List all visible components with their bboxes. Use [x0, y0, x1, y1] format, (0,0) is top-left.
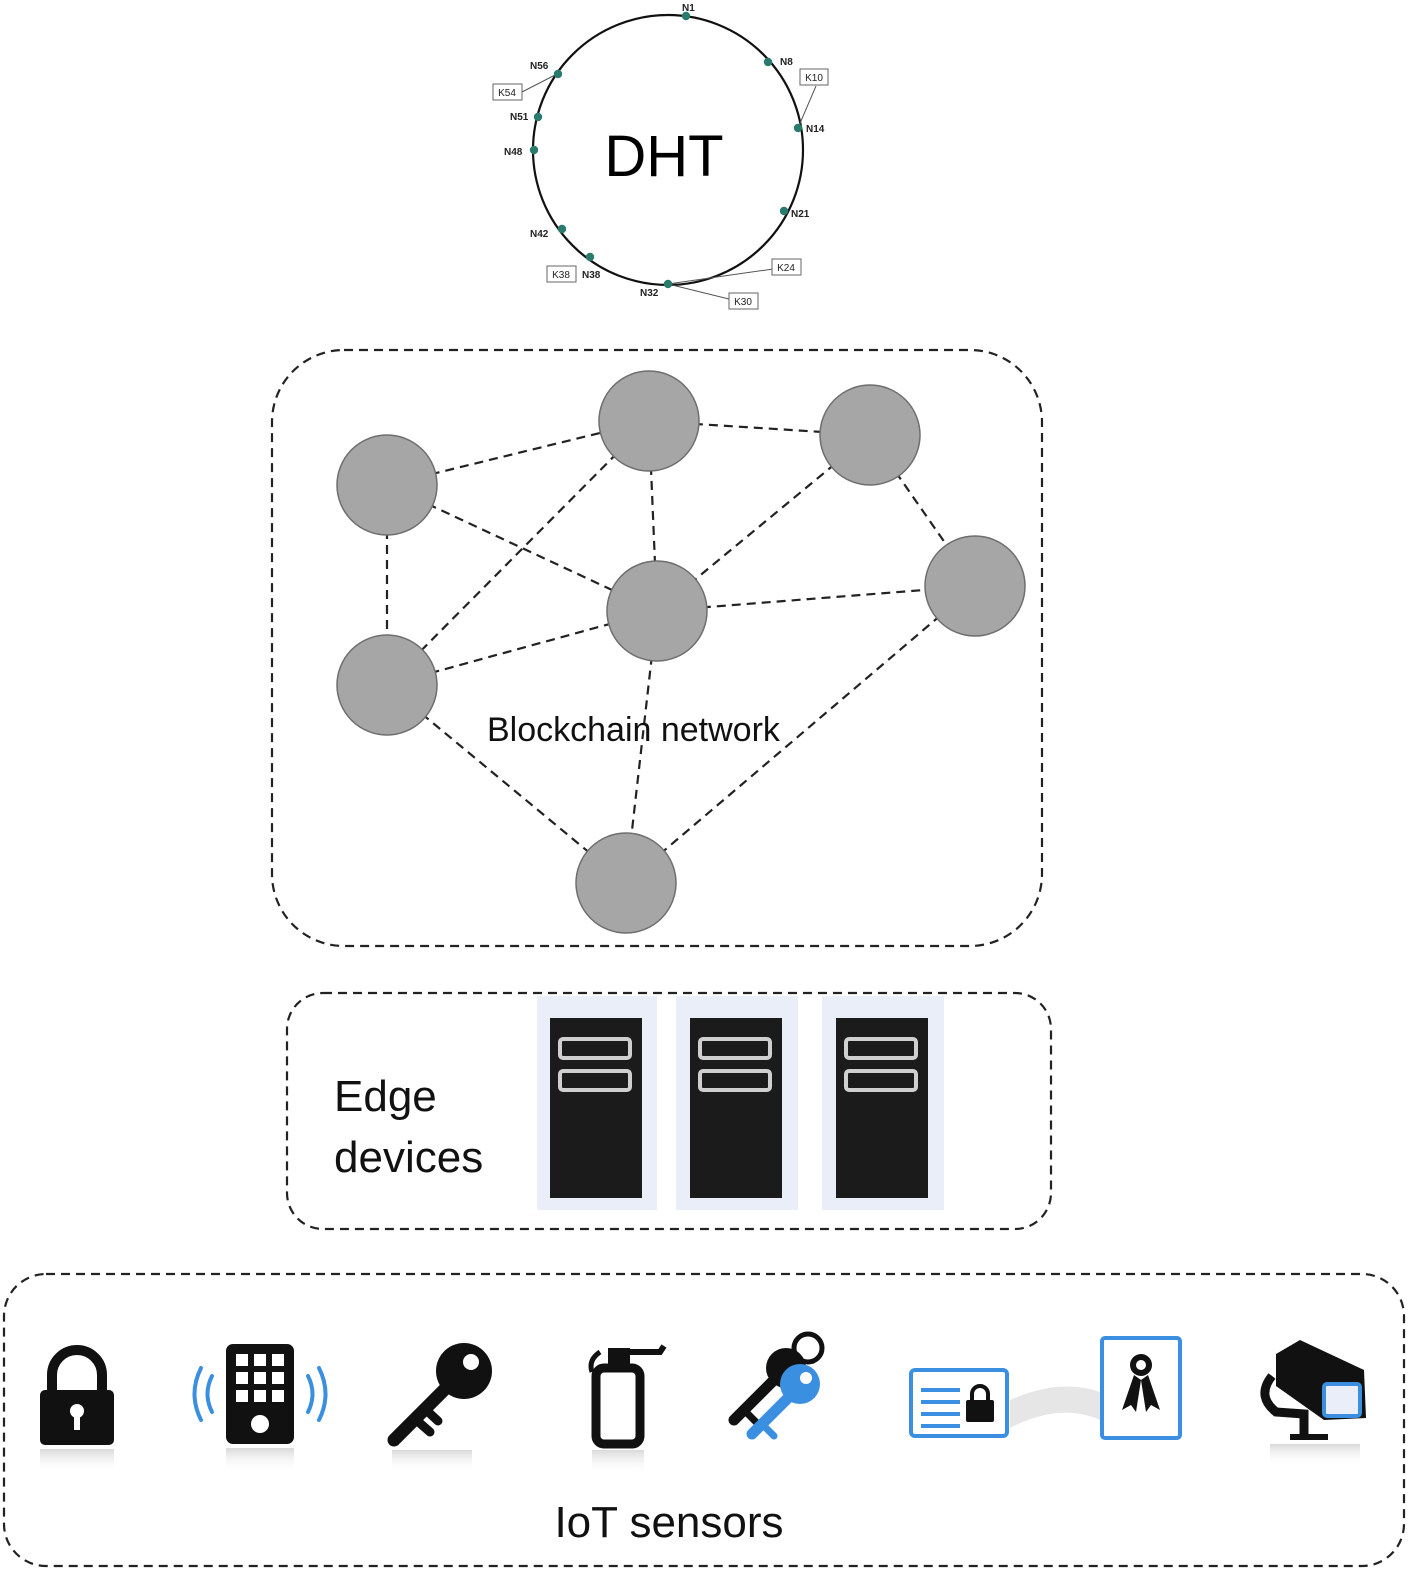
edge-label-line2: devices — [334, 1133, 483, 1182]
blockchain-node — [336, 634, 438, 736]
dht-node-label: N32 — [640, 288, 659, 299]
dht-key-label: K54 — [498, 88, 516, 99]
edge-label-line1: Edge — [334, 1072, 437, 1121]
dht-node-label: N51 — [510, 112, 529, 123]
dht-key-label: K10 — [805, 73, 823, 84]
certificate-badge-icon — [1100, 1336, 1182, 1440]
blockchain-node — [336, 434, 438, 536]
id-card-lock-icon — [909, 1368, 1100, 1438]
dht-node-n1 — [681, 11, 691, 21]
iot-label: IoT sensors — [554, 1498, 783, 1547]
dht-node-n56 — [553, 69, 563, 79]
dht-node-label: N1 — [682, 3, 695, 14]
dht-key-box — [546, 265, 577, 283]
keychain-icon — [728, 1331, 825, 1440]
dht-node-label: N48 — [504, 147, 523, 158]
dht-node-n21 — [779, 206, 789, 216]
server-icon — [822, 996, 944, 1210]
dht-node-n8 — [763, 57, 773, 67]
iot-sensors-group: IoT sensors — [2, 1272, 1406, 1568]
dht-key-box — [728, 292, 759, 310]
dht-title: DHT — [604, 124, 723, 189]
dht-key-box — [771, 258, 802, 276]
blockchain-node — [924, 535, 1026, 637]
server-icon — [676, 996, 798, 1210]
security-camera-icon — [1260, 1340, 1366, 1466]
blockchain-node — [606, 560, 708, 662]
fire-extinguisher-icon — [588, 1344, 667, 1474]
blockchain-label: Blockchain network — [487, 711, 781, 749]
blockchain-node — [575, 832, 677, 934]
dht-key-label: K30 — [734, 297, 752, 308]
key-icon — [387, 1343, 492, 1472]
dht-key-box — [799, 68, 829, 86]
dht-key-label: K24 — [777, 263, 795, 274]
dht-key-label: K38 — [552, 270, 570, 281]
blockchain-node — [598, 370, 700, 472]
edge-devices-group: Edge devices — [285, 991, 1053, 1231]
dht-node-n32 — [663, 279, 673, 289]
dht-node-n42 — [557, 224, 567, 234]
dht-key-connectors — [521, 73, 817, 301]
server-icon — [537, 996, 657, 1210]
edge-boundary — [285, 991, 1053, 1231]
dht-node-label: N38 — [582, 270, 601, 281]
dht-node-n48 — [529, 145, 539, 155]
dht-node-label: N21 — [791, 209, 810, 220]
wireless-keypad-icon — [192, 1344, 328, 1472]
blockchain-boundary — [270, 348, 1044, 948]
blockchain-network-group: Blockchain network — [270, 348, 1044, 948]
dht-node-label: N42 — [530, 229, 549, 240]
dht-node-label: N14 — [806, 124, 825, 135]
dht-ring: DHT N1 N8 N14 N21 N32 N — [492, 3, 829, 310]
dht-key-box — [492, 83, 523, 101]
dht-node-label: N8 — [780, 57, 793, 68]
iot-boundary — [2, 1272, 1406, 1568]
dht-node-n38 — [585, 252, 595, 262]
dht-node-n51 — [533, 112, 543, 122]
padlock-icon — [40, 1345, 114, 1473]
blockchain-node — [819, 384, 921, 486]
dht-node-label: N56 — [530, 61, 549, 72]
dht-node-n14 — [793, 123, 803, 133]
